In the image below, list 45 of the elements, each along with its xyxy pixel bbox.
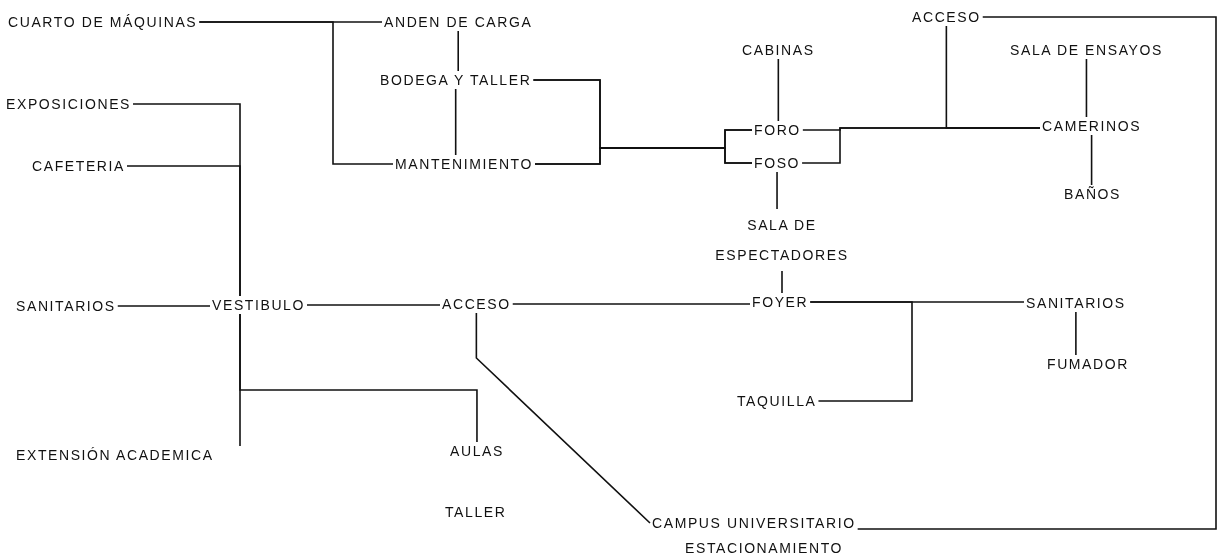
room-label: BODEGA Y TALLER: [378, 71, 534, 89]
room-label: SANITARIOS: [1024, 294, 1128, 312]
room-label: CAMPUS UNIVERSITARIO: [650, 514, 858, 532]
room-label: BAÑOS: [1062, 185, 1123, 203]
connector-line: [776, 171, 778, 210]
room-label: CABINAS: [740, 41, 817, 59]
area-label: TALLER: [444, 503, 508, 521]
connector-line: [809, 301, 913, 402]
room-label: AULAS: [448, 442, 506, 460]
connector-line: [457, 30, 459, 72]
connector-line: [454, 88, 457, 156]
connector-line: [1085, 58, 1088, 118]
room-label: ACCESO: [440, 295, 513, 313]
connector-line: [534, 147, 753, 165]
room-label: TAQUILLA: [735, 392, 819, 410]
room-label: VESTIBULO: [210, 296, 307, 314]
room-label: FUMADOR: [1045, 355, 1131, 373]
room-label: CAMERINOS: [1040, 117, 1144, 135]
room-label: SANITARIOS: [14, 297, 118, 315]
room-label: MANTENIMIENTO: [393, 155, 535, 173]
connector-line: [1090, 134, 1093, 186]
connector-line: [856, 16, 1217, 530]
connector-line: [239, 313, 478, 443]
room-label: CAFETERIA: [30, 157, 127, 175]
room-label: EXTENSIÓN ACADEMICA: [14, 446, 216, 464]
room-label: ACCESO: [910, 8, 983, 26]
connector-line: [116, 305, 211, 307]
room-label: FORO: [752, 121, 803, 139]
room-label: SALA DE ESPECTADORES: [700, 209, 864, 271]
connector-line: [781, 270, 783, 294]
connector-line: [126, 165, 241, 297]
connector-line: [777, 58, 780, 122]
room-label: CUARTO DE MÁQUINAS: [6, 13, 200, 31]
connector-line: [1075, 311, 1077, 356]
connector-line: [511, 303, 751, 305]
area-label: ESTACIONAMIENTO: [684, 539, 845, 557]
room-label: ANDEN DE CARGA: [382, 13, 535, 31]
room-label: SALA DE ENSAYOS: [1008, 41, 1165, 59]
room-label: FOYER: [750, 293, 811, 311]
connector-line: [945, 25, 1041, 129]
room-label: FOSO: [752, 154, 803, 172]
room-label: EXPOSICIONES: [4, 95, 133, 113]
connector-line: [198, 21, 394, 165]
connector-line: [475, 312, 651, 524]
connector-line: [306, 304, 441, 306]
